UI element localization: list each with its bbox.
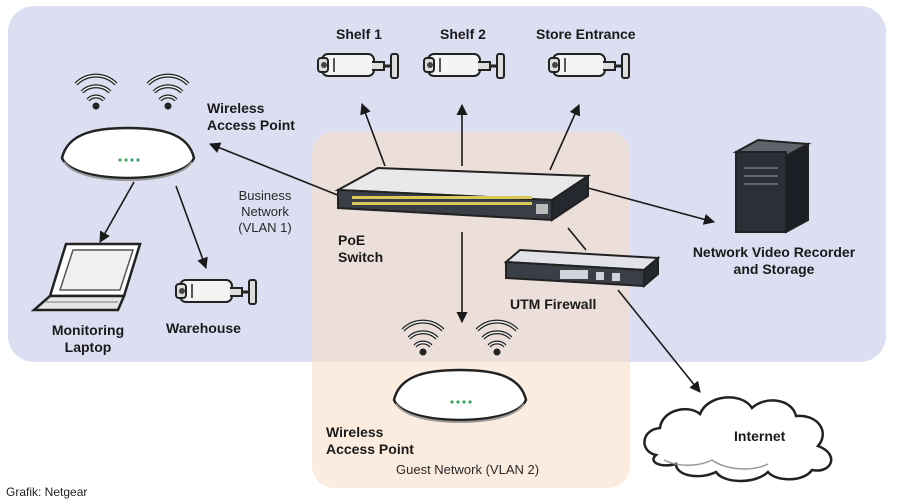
- wifi-icon: [74, 73, 118, 112]
- cloud-icon: [643, 396, 833, 483]
- camera-icon: [422, 52, 506, 80]
- label-wap-bottom: Wireless Access Point: [326, 424, 414, 457]
- camera-icon: [316, 52, 400, 80]
- connection-lines: [99, 102, 716, 393]
- nvr-icon: [732, 138, 812, 234]
- access-point-icon: [60, 126, 196, 182]
- laptop-icon: [30, 242, 142, 312]
- label-warehouse: Warehouse: [166, 320, 241, 336]
- label-shelf-2: Shelf 2: [440, 26, 486, 42]
- label-internet: Internet: [734, 428, 786, 444]
- label-utm-firewall: UTM Firewall: [510, 296, 597, 312]
- firewall-icon: [503, 248, 661, 289]
- label-guest-network: Guest Network (VLAN 2): [396, 462, 540, 477]
- wifi-icon: [146, 73, 190, 112]
- label-monitoring-laptop: Monitoring Laptop: [51, 322, 125, 355]
- wifi-icon: [401, 319, 445, 358]
- access-point-icon: [392, 368, 528, 424]
- label-business-network: Business Network (VLAN 1): [238, 188, 292, 235]
- switch-icon: [334, 166, 592, 222]
- camera-icon: [174, 278, 258, 306]
- camera-icon: [547, 52, 631, 80]
- label-poe-switch: PoE Switch: [338, 232, 384, 265]
- image-credit: Grafik: Netgear: [6, 485, 88, 499]
- label-shelf-1: Shelf 1: [336, 26, 382, 42]
- label-nvr: Network Video Recorder and Storage: [692, 244, 856, 277]
- label-store-entrance: Store Entrance: [536, 26, 636, 42]
- wifi-icon: [475, 319, 519, 358]
- label-wap-top: Wireless Access Point: [207, 100, 295, 133]
